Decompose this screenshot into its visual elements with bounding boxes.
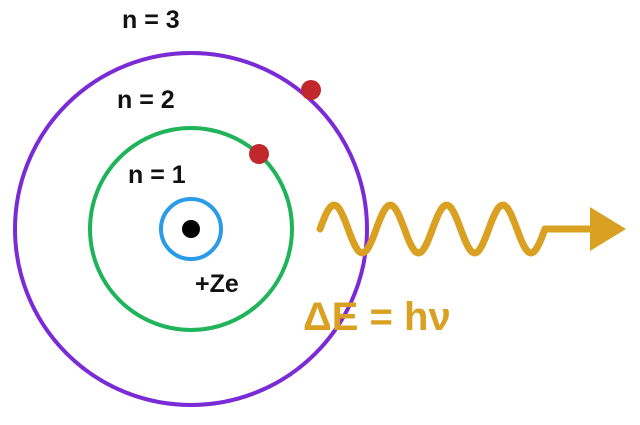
- label-nucleus-charge: +Ze: [195, 270, 239, 298]
- energy-equation: ΔE = hν: [303, 295, 451, 339]
- electron-n3: [301, 80, 321, 100]
- orbit-n2: [88, 126, 294, 332]
- photon-arrow-head: [590, 207, 626, 251]
- electron-n2: [249, 144, 269, 164]
- photon-wave: [316, 201, 549, 257]
- nucleus: [182, 220, 200, 238]
- orbit-n3: [13, 51, 369, 407]
- label-n3: n = 3: [122, 6, 180, 34]
- orbit-n1: [159, 197, 223, 261]
- label-n2: n = 2: [117, 86, 175, 114]
- label-n1: n = 1: [128, 161, 186, 189]
